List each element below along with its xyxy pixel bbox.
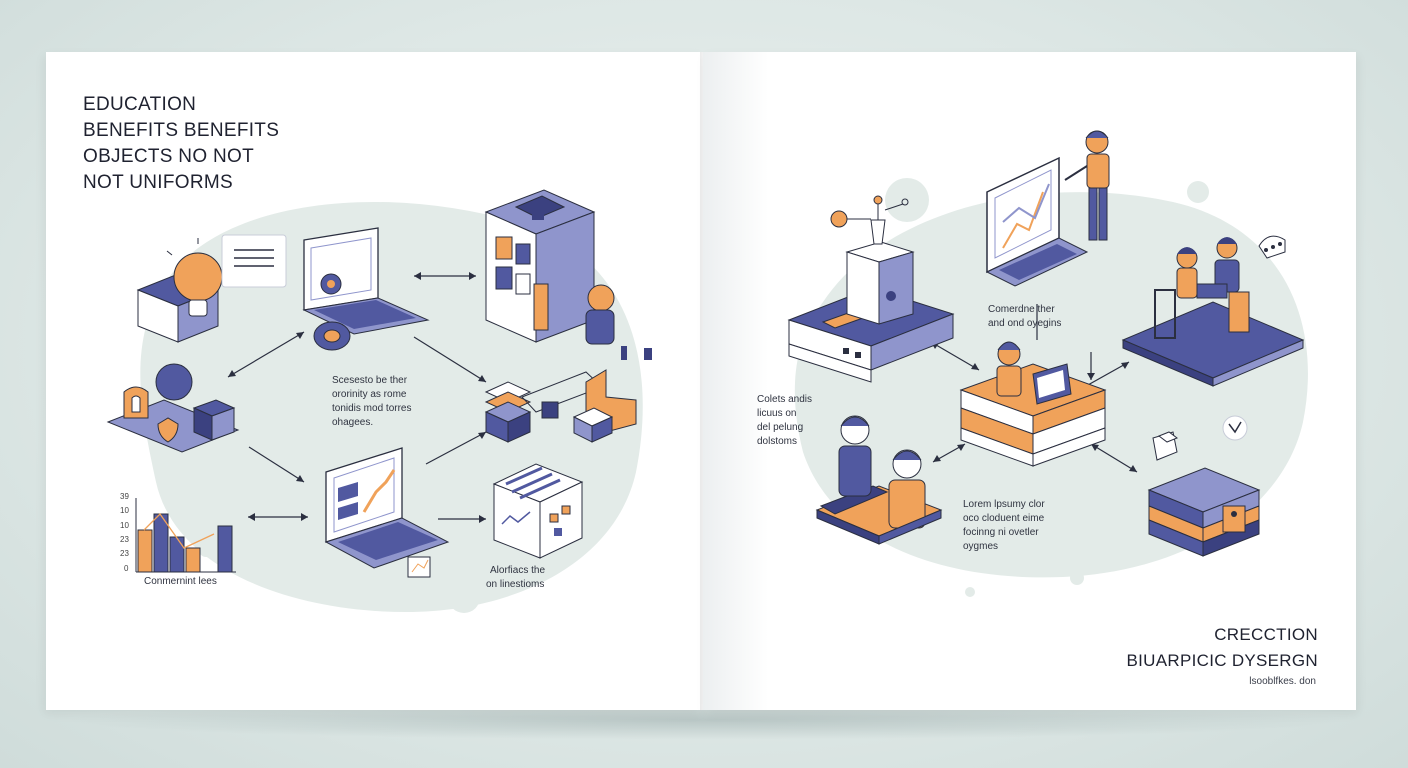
chart-tick-6: 0 (124, 564, 129, 573)
right-page-illustration (787, 130, 1308, 597)
lightbulb-icon (136, 238, 230, 343)
chart-tick-5: 23 (120, 549, 129, 558)
left-center-caption-line-4: ohagees. (332, 417, 374, 428)
right-title-line-1: CRECCTION (1214, 625, 1318, 644)
school-building-icon (484, 189, 652, 360)
presentation-board-icon (985, 130, 1110, 287)
right-page-footnote: lsooblfkes. don (1249, 676, 1316, 687)
right-title-line-2: BIUARPICIC DYSERGN (1126, 651, 1318, 670)
left-bottom-caption-line-1: Alorfiacs the (490, 565, 546, 576)
left-bottom-caption-line-2: on linestioms (486, 579, 545, 590)
right-blob-dot-2 (1187, 181, 1209, 203)
document-cube-icon (492, 463, 584, 559)
right-left-caption-line-3: del pelung (757, 422, 804, 433)
right-top-caption: Comerdne ther and ond oyegins (988, 303, 1061, 331)
right-bottom-caption-line-4: oygmes (963, 541, 999, 552)
right-bottom-caption-line-3: focinng ni ovetler (963, 527, 1039, 538)
chart-tick-2: 10 (120, 506, 129, 515)
bar-chart-icon (135, 498, 236, 573)
left-blob-dot (448, 581, 480, 613)
central-desk-icon (959, 341, 1107, 467)
right-top-caption-line-2: and ond oyegins (988, 318, 1062, 329)
building-blocks-icon (484, 369, 637, 443)
right-bottom-caption-line-1: Lorem lpsumy clor (963, 499, 1045, 510)
left-title-line-4: NOT UNIFORMS (83, 172, 233, 193)
left-center-caption-line-1: Scesesto be ther (332, 375, 408, 386)
left-center-caption-line-3: tonidis mod torres (332, 403, 412, 414)
left-arrowheads (228, 272, 486, 523)
book-stack-icon (1147, 415, 1261, 557)
right-left-caption-line-4: dolstoms (757, 436, 798, 447)
two-people-icon (815, 415, 943, 545)
right-blob-dot-3 (1070, 571, 1084, 585)
right-bottom-caption: Lorem lpsumy clor oco cloduent eime foci… (963, 498, 1045, 554)
left-bottom-caption: Alorfiacs the on linestioms (486, 564, 545, 592)
right-left-caption: Colets andis licuus on del pelung dolsto… (757, 393, 812, 449)
chart-tick-4: 23 (120, 535, 129, 544)
right-page-title: CRECCTION BIUARPICIC DYSERGN (1127, 622, 1319, 674)
globe-shield-icon (106, 363, 240, 453)
left-page-title: EDUCATION BENEFITS BENEFITS OBJECTS NO N… (83, 92, 279, 196)
right-top-caption-line-1: Comerdne ther (988, 304, 1055, 315)
chart-caption: Conmernint lees (144, 576, 217, 587)
laptop-bottom-icon (324, 447, 450, 578)
left-title-line-3: OBJECTS NO NOT (83, 146, 254, 167)
right-left-caption-line-1: Colets andis (757, 394, 813, 405)
left-page-illustration (106, 189, 652, 613)
speech-bubble-icon (221, 234, 287, 288)
left-title-line-1: EDUCATION (83, 94, 197, 115)
left-title-line-2: BENEFITS BENEFITS (83, 120, 280, 141)
left-blob-dot-small (199, 543, 213, 557)
students-study-icon (1121, 235, 1305, 387)
chart-tick-1: 39 (120, 492, 129, 501)
podium-stage-icon (787, 195, 955, 383)
laptop-top-icon (302, 227, 430, 351)
chart-tick-3: 10 (120, 521, 129, 530)
right-page: Comerdne ther and ond oyegins Colets and… (703, 52, 1356, 710)
right-bottom-caption-line-2: oco cloduent eime (963, 513, 1045, 524)
left-center-caption: Scesesto be ther ororinity as rome tonid… (332, 374, 411, 430)
right-left-caption-line-2: licuus on (757, 408, 797, 419)
left-center-caption-line-2: ororinity as rome (332, 389, 407, 400)
left-connectors (227, 275, 487, 520)
left-page: EDUCATION BENEFITS BENEFITS OBJECTS NO N… (46, 52, 703, 710)
right-blob-dot-4 (965, 587, 975, 597)
